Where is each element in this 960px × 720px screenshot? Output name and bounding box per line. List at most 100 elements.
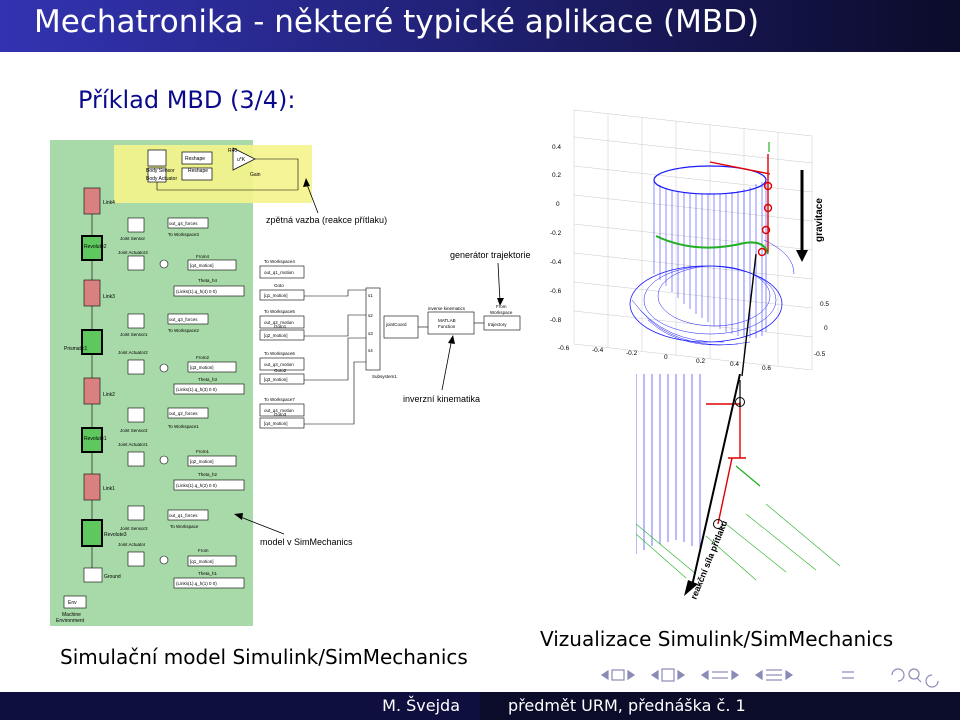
label-subsystem1: Subsystem1: [372, 374, 397, 379]
label-s1: s1: [368, 293, 373, 298]
label-function: Function: [438, 324, 456, 329]
trajectory-curve: [655, 235, 769, 255]
label-links-qh2: (Links(1).q_h(2) 0 0): [176, 483, 217, 488]
label-prismatic1: Prismatic1: [64, 346, 88, 352]
nav-prev-doc-icon[interactable]: [754, 669, 763, 681]
tick-z-4: -0.4: [550, 259, 562, 266]
block-gain-label: Gain: [250, 172, 261, 178]
label-trajectory: trajectory: [488, 322, 507, 327]
label-theta-h2: Theta_h2: [198, 472, 218, 477]
block-reshape-label: Reshape: [185, 156, 205, 162]
tick-x-2: -0.2: [626, 350, 638, 357]
plot-grid: [573, 109, 813, 371]
label-joint-sensor1: Joint Sensor1: [120, 332, 148, 337]
label-joint-actuator3: Joint Actuator3: [118, 250, 148, 255]
label-link4: Link4: [103, 200, 115, 206]
label-joint-actuator: Joint Actuator: [118, 542, 146, 547]
nav-frame-icon[interactable]: [611, 669, 625, 681]
left-caption: Simulační model Simulink/SimMechanics: [60, 645, 468, 669]
nav-next-doc-icon[interactable]: [785, 669, 794, 681]
tick-z-1: 0.2: [552, 172, 561, 179]
label-from4: From4: [196, 254, 209, 259]
label-to-ws7: To Workspace7: [264, 397, 295, 402]
zoom-cylinder-lines: [636, 374, 701, 554]
tick-x-5: 0.4: [730, 361, 739, 368]
label-q2-motion-goto: [q2_motion]: [264, 333, 288, 338]
label-to-ws6: To Workspace6: [264, 351, 295, 356]
label-revolute1: Revolute1: [84, 436, 107, 442]
tick-y-1: 0: [824, 325, 828, 332]
label-out-q1-forces: out_q1_forces: [169, 513, 198, 518]
label-links-qh1: (Links(1).q_h(1) 0 0): [176, 581, 217, 586]
visualization-zoom-detail: reakční síla přítlaku: [636, 374, 841, 601]
label-joint-sensor: Joint Sensor: [120, 236, 146, 241]
tick-z-3: -0.2: [550, 230, 562, 237]
footer-right: předmět URM, přednáška č. 1: [480, 692, 960, 720]
label-out-q1-motion: out_q1_motion: [264, 270, 294, 275]
nav-undo-icon[interactable]: [891, 668, 905, 682]
zoom-robot-arm: [706, 397, 746, 529]
footer-course: předmět URM, přednáška č. 1: [508, 696, 746, 715]
label-out-q2-motion: out_q2_motion: [264, 320, 294, 325]
label-goto2: Goto2: [274, 368, 287, 373]
tick-z-6: -0.8: [550, 317, 562, 324]
label-jointcoord: jointCoord: [385, 322, 407, 327]
nav-subsection-icon[interactable]: [661, 668, 675, 682]
block-body-actuator-label: Body Actuator: [146, 176, 177, 182]
feedback-highlight: [114, 145, 312, 203]
nav-redo-icon[interactable]: [925, 674, 939, 688]
label-ground: Ground: [104, 574, 121, 580]
label-theta-h1: Theta_h1: [198, 571, 218, 576]
tick-z-2: 0: [556, 201, 560, 208]
label-from2: From2: [196, 355, 209, 360]
label-from1: From1: [196, 449, 209, 454]
label-joint-sensor2: Joint Sensor2: [120, 428, 148, 433]
label-out-q4-motion: out_q4_motion: [264, 408, 294, 413]
label-joint-sensor3: Joint Sensor3: [120, 526, 148, 531]
slide-subtitle: Příklad MBD (3/4):: [78, 86, 296, 114]
label-q4-motion-goto: [q4_motion]: [264, 421, 288, 426]
label-links-qh4: (Links(1).q_h(4) 0 0): [176, 289, 217, 294]
nav-search-icon[interactable]: [908, 668, 920, 680]
label-to-ws5: To Workspace5: [264, 309, 295, 314]
label-joint-actuator2: Joint Actuator2: [118, 350, 148, 355]
annotation-inverse-kinematics: inverzní kinematika: [403, 394, 480, 404]
block-gain-value: u*K: [237, 157, 246, 163]
label-q1-motion: [q1_motion]: [190, 559, 214, 564]
tick-y-0: 0.5: [820, 301, 829, 308]
beamer-navigation[interactable]: [592, 662, 952, 688]
nav-next-frame-icon[interactable]: [627, 669, 636, 681]
simulink-panel-bg: [50, 140, 253, 626]
label-link3: Link3: [103, 294, 115, 300]
footer: M. Švejda předmět URM, přednáška č. 1: [0, 692, 960, 720]
nav-prev-section-icon[interactable]: [700, 669, 709, 681]
zoom-grid-lines: [636, 465, 841, 581]
label-revolute3: Revolute3: [104, 532, 127, 538]
nav-next-section-icon[interactable]: [731, 669, 740, 681]
tick-x-4: 0.2: [696, 358, 705, 365]
visualization-3d-plot: gravitace 0.4 0.2 0 -0.2 -0.4 -0.6 -0.8 …: [550, 109, 829, 372]
nav-next-subsection-icon[interactable]: [677, 669, 686, 681]
label-to-ws2: To Workspace2: [168, 328, 199, 333]
label-to-ws3: To Workspace3: [168, 232, 199, 237]
label-s3: s3: [368, 331, 373, 336]
label-goto3: Goto3: [274, 412, 287, 417]
label-q4-motion: [q4_motion]: [190, 263, 214, 268]
nav-prev-subsection-icon[interactable]: [650, 669, 659, 681]
reaction-force-arrow: [691, 374, 741, 587]
gravity-label: gravitace: [814, 198, 825, 242]
nav-prev-frame-icon[interactable]: [600, 669, 609, 681]
block-r40-label: R40: [228, 148, 237, 154]
title-bar: Mechatronika - některé typické aplikace …: [0, 0, 960, 52]
label-theta-h3: Theta_h3: [198, 377, 218, 382]
label-to-ws: To Workspace: [170, 524, 199, 529]
label-q1-motion-goto: [q1_motion]: [264, 293, 288, 298]
tick-x-0: -0.6: [558, 345, 570, 352]
slide-title: Mechatronika - některé typické aplikace …: [34, 4, 760, 40]
label-goto: Goto: [274, 283, 284, 288]
label-to-ws4: To Workspace4: [264, 259, 295, 264]
label-from: From: [198, 548, 209, 553]
tick-z-5: -0.6: [550, 288, 562, 295]
right-caption: Vizualizace Simulink/SimMechanics: [540, 627, 894, 651]
label-inverse-kinematics: inverse kinematics: [428, 306, 466, 311]
